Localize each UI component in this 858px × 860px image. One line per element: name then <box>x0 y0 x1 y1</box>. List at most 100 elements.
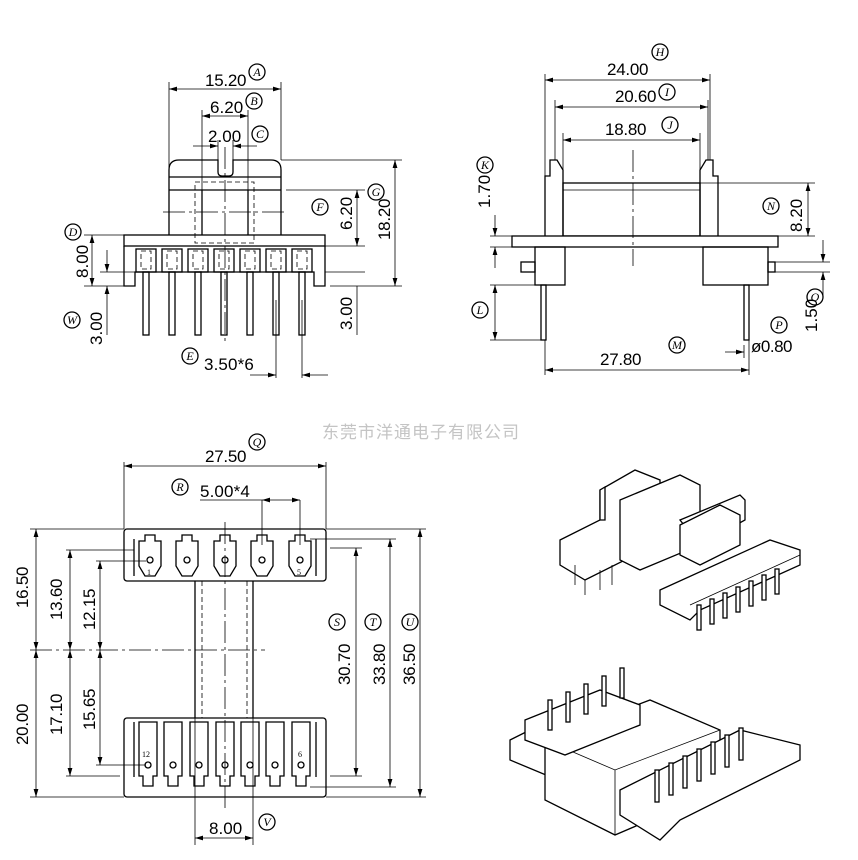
callout-letter: J <box>667 118 673 132</box>
callout-circle <box>668 336 686 354</box>
callout-letter: P <box>774 318 783 332</box>
bottom-view <box>30 462 426 845</box>
dim-13-60-value: 13.60 <box>47 579 66 621</box>
dim-a-value: 15.20 <box>205 71 247 90</box>
callout-letter: A <box>252 65 261 79</box>
solder-pad <box>250 534 274 577</box>
callout-b: B <box>245 92 263 110</box>
pin-hole <box>296 556 304 564</box>
callout-n: N <box>762 197 780 215</box>
callout-j: J <box>661 116 679 134</box>
callout-l: L <box>471 301 489 319</box>
callout-circle <box>364 613 382 631</box>
callout-letter: W <box>67 313 78 327</box>
solder-pad <box>138 721 158 787</box>
callout-k: K <box>476 156 494 174</box>
callout-circle <box>248 63 266 81</box>
dim-m-value: 27.80 <box>600 350 642 369</box>
callout-letter: F <box>315 200 324 214</box>
pin-hole <box>297 761 305 769</box>
iso-pin <box>547 699 553 731</box>
dim-f-value: 6.20 <box>337 197 356 230</box>
front-view <box>84 82 402 378</box>
callout-circle <box>245 92 263 110</box>
callout-circle <box>770 316 788 334</box>
callout-circle <box>258 813 276 831</box>
callout-a: A <box>248 63 266 81</box>
iso-pin <box>735 586 741 613</box>
callout-circle <box>63 311 81 329</box>
pin-socket <box>135 248 157 273</box>
pin-socket <box>161 248 183 273</box>
side-view <box>490 74 830 375</box>
iso-pin <box>724 734 730 768</box>
pin-socket-hidden <box>218 250 230 270</box>
iso-pin <box>709 598 715 625</box>
pin-label-12: 12 <box>142 750 150 759</box>
callout-letter: T <box>370 615 378 629</box>
callout-u: U <box>401 613 419 631</box>
solder-pad <box>138 534 162 577</box>
callout-letter: H <box>655 45 666 59</box>
callout-h: H <box>651 43 669 61</box>
pin-socket <box>239 248 261 273</box>
callout-circle <box>251 125 269 143</box>
dim-16-50-value: 16.50 <box>13 567 32 609</box>
callout-letter: V <box>263 815 272 829</box>
isometric-view-bottom <box>509 667 801 841</box>
dim-e-value: 3.50*6 <box>204 355 254 374</box>
solder-pad <box>215 721 235 787</box>
dim-t-value: 33.80 <box>370 644 389 686</box>
iso-pin <box>654 769 660 803</box>
callout-letter: S <box>334 615 340 629</box>
callout-letter: B <box>250 94 258 108</box>
iso-pin <box>668 762 674 796</box>
iso-pin <box>710 741 716 775</box>
pin <box>168 271 176 336</box>
iso-pin <box>696 748 702 782</box>
callout-d: D <box>64 223 82 241</box>
callout-letter: Q <box>253 435 262 449</box>
dim-n-value: 8.20 <box>787 199 806 232</box>
callout-circle <box>762 197 780 215</box>
callout-letter: L <box>476 303 484 317</box>
iso-pin <box>761 574 767 601</box>
dim-g-value: 18.20 <box>375 199 394 241</box>
dim-q-value: 27.50 <box>205 447 247 466</box>
callout-letter: O <box>811 290 820 304</box>
isometric-view-top <box>559 469 801 631</box>
callout-letter: U <box>406 615 416 629</box>
dim-d-value: 8.00 <box>73 245 92 278</box>
pin <box>246 271 254 336</box>
iso-pin <box>565 691 571 723</box>
pin-hole <box>169 761 177 769</box>
callout-s: S <box>328 613 346 631</box>
callout-o: O <box>806 288 824 306</box>
iso-pin <box>738 727 744 761</box>
pin <box>298 271 306 336</box>
pin-socket <box>291 248 313 273</box>
pin-hole <box>195 761 203 769</box>
callout-circle <box>171 478 189 496</box>
pin-hole <box>144 761 152 769</box>
callout-w: W <box>63 311 81 329</box>
callout-circle <box>181 347 199 365</box>
pin-label-1: 1 <box>147 568 151 577</box>
pin-hole <box>258 556 266 564</box>
pin-label-5: 5 <box>297 568 301 577</box>
callout-e: E <box>181 347 199 365</box>
pin-socket <box>265 248 287 273</box>
callout-circle <box>806 288 824 306</box>
callout-i: I <box>658 83 676 101</box>
callout-circle <box>367 183 385 201</box>
pin-socket <box>213 248 235 273</box>
solder-pad <box>213 534 237 577</box>
iso-pin <box>619 667 625 699</box>
callout-circle <box>471 301 489 319</box>
dim-u-value: 36.50 <box>400 644 419 686</box>
dim-s-value: 30.70 <box>335 644 354 686</box>
pin-socket-hidden <box>140 250 152 270</box>
pin-socket-hidden <box>244 250 256 270</box>
solder-pad <box>240 721 260 787</box>
